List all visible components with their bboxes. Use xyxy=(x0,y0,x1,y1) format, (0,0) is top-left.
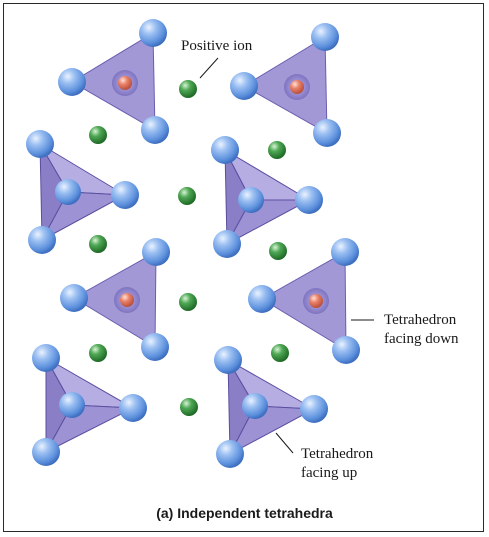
oxygen-ion xyxy=(211,136,239,164)
oxygen-ion xyxy=(28,226,56,254)
label-tetrahedron-down-line1: Tetrahedron xyxy=(384,312,457,328)
label-tetrahedron-up-line2: facing up xyxy=(301,465,358,481)
positive-ion xyxy=(290,80,304,94)
green-ion xyxy=(180,398,198,416)
oxygen-ion xyxy=(119,394,147,422)
green-ion xyxy=(179,293,197,311)
green-ions xyxy=(89,80,289,416)
green-ion xyxy=(89,126,107,144)
tetrahedron-up-4 xyxy=(214,346,328,468)
oxygen-ion xyxy=(216,440,244,468)
label-tetrahedron-up: Tetrahedron facing up xyxy=(301,445,373,483)
tetrahedron-down-4 xyxy=(248,238,360,364)
green-ion xyxy=(269,242,287,260)
oxygen-ion xyxy=(141,333,169,361)
tetrahedron-up-1 xyxy=(26,130,139,254)
tetrahedron-down-3 xyxy=(60,238,170,361)
green-ion xyxy=(271,344,289,362)
oxygen-ion xyxy=(242,393,268,419)
green-ion xyxy=(89,235,107,253)
oxygen-ion xyxy=(331,238,359,266)
oxygen-ion xyxy=(60,284,88,312)
label-tetrahedron-up-line1: Tetrahedron xyxy=(301,446,374,462)
positive-ion xyxy=(120,293,134,307)
oxygen-ion xyxy=(58,68,86,96)
leader-line-tetra-up xyxy=(275,432,294,454)
green-ion xyxy=(89,344,107,362)
tetrahedron-up-2 xyxy=(211,136,323,258)
green-ion xyxy=(178,187,196,205)
oxygen-ion xyxy=(332,336,360,364)
oxygen-ion xyxy=(214,346,242,374)
oxygen-ion xyxy=(230,72,258,100)
tetrahedron-down-2 xyxy=(230,23,341,147)
oxygen-ion xyxy=(300,395,328,423)
positive-ion xyxy=(309,294,323,308)
green-ion xyxy=(179,80,197,98)
oxygen-ion xyxy=(213,230,241,258)
tetrahedron-face xyxy=(40,191,127,242)
tetrahedron-up-3 xyxy=(32,344,147,466)
oxygen-ion xyxy=(59,392,85,418)
figure-caption: (a) Independent tetrahedra xyxy=(156,505,333,521)
oxygen-ion xyxy=(111,181,139,209)
oxygen-ion xyxy=(32,438,60,466)
oxygen-ion xyxy=(142,238,170,266)
oxygen-ion xyxy=(311,23,339,51)
oxygen-ion xyxy=(141,116,169,144)
positive-ion xyxy=(118,76,132,90)
oxygen-ion xyxy=(26,130,54,158)
oxygen-ion xyxy=(313,119,341,147)
oxygen-ion xyxy=(238,187,264,213)
label-tetrahedron-down-line2: facing down xyxy=(384,331,459,347)
label-tetrahedron-down: Tetrahedron facing down xyxy=(384,311,459,349)
oxygen-ion xyxy=(32,344,60,372)
oxygen-ion xyxy=(55,179,81,205)
green-ion xyxy=(268,141,286,159)
oxygen-ion xyxy=(139,19,167,47)
leader-line-positive-ion xyxy=(199,57,219,79)
label-positive-ion: Positive ion xyxy=(181,38,253,54)
tetrahedron-down-1 xyxy=(58,19,169,144)
oxygen-ion xyxy=(248,285,276,313)
oxygen-ion xyxy=(295,186,323,214)
